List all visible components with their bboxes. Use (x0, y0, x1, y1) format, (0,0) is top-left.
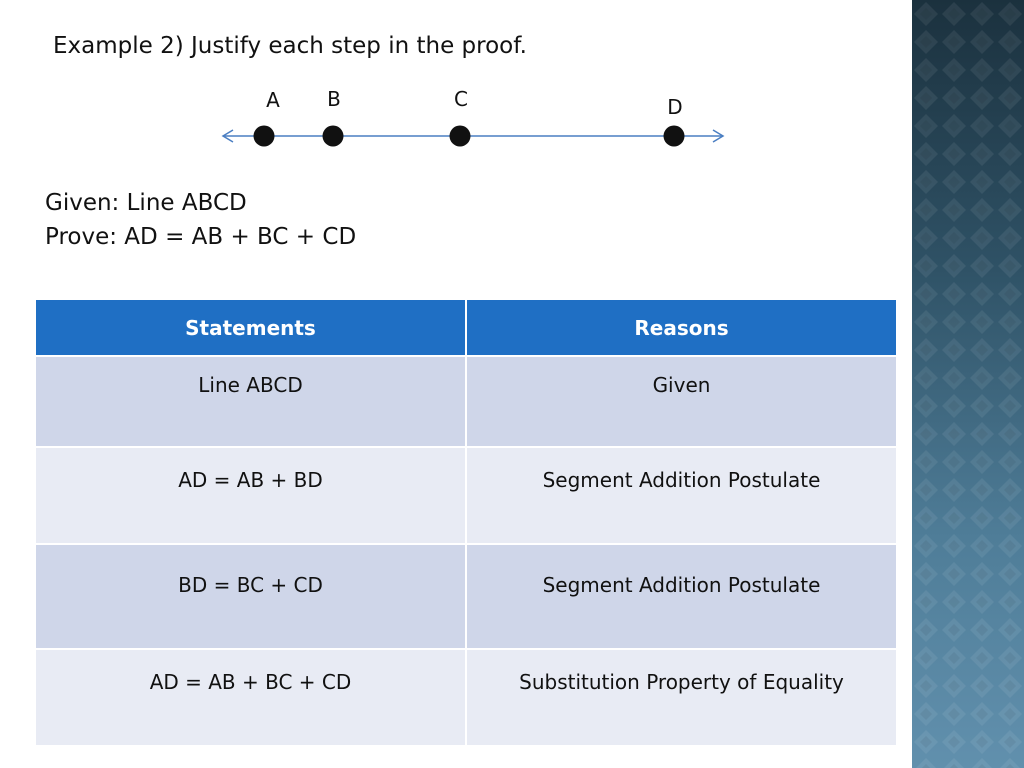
slide-title: Example 2) Justify each step in the proo… (53, 33, 527, 59)
point-label-b: B (327, 87, 341, 111)
header-reasons: Reasons (465, 298, 898, 357)
reason-cell: Substitution Property of Equality (465, 648, 898, 747)
point-label-c: C (454, 87, 468, 111)
point-label-d: D (667, 95, 682, 119)
point-d (663, 125, 685, 147)
table-row: AD = AB + BC + CD Substitution Property … (34, 648, 898, 747)
table-header-row: Statements Reasons (34, 298, 898, 357)
proof-table: Statements Reasons Line ABCD Given AD = … (34, 298, 898, 747)
header-statements: Statements (34, 298, 467, 357)
statement-cell: AD = AB + BC + CD (34, 648, 467, 747)
reason-cell: Given (465, 355, 898, 448)
given-text: Given: Line ABCD (45, 190, 247, 216)
statement-cell: BD = BC + CD (34, 543, 467, 650)
right-arrowhead (712, 129, 725, 143)
statement-cell: Line ABCD (34, 355, 467, 448)
point-b (322, 125, 344, 147)
statement-cell: AD = AB + BD (34, 446, 467, 545)
given-prove-block: Given: Line ABCD Prove: AD = AB + BC + C… (45, 186, 356, 254)
number-line-figure: A B C D (221, 87, 725, 147)
prove-text: Prove: AD = AB + BC + CD (45, 224, 357, 250)
decorative-sidebar (912, 0, 1024, 768)
table-row: Line ABCD Given (34, 355, 898, 448)
diamond-pattern (912, 0, 1024, 768)
point-c (449, 125, 471, 147)
table-row: AD = AB + BD Segment Addition Postulate (34, 446, 898, 545)
left-arrowhead (221, 129, 234, 143)
point-a (253, 125, 275, 147)
point-label-a: A (266, 88, 280, 112)
table-row: BD = BC + CD Segment Addition Postulate (34, 543, 898, 650)
reason-cell: Segment Addition Postulate (465, 543, 898, 650)
reason-cell: Segment Addition Postulate (465, 446, 898, 545)
